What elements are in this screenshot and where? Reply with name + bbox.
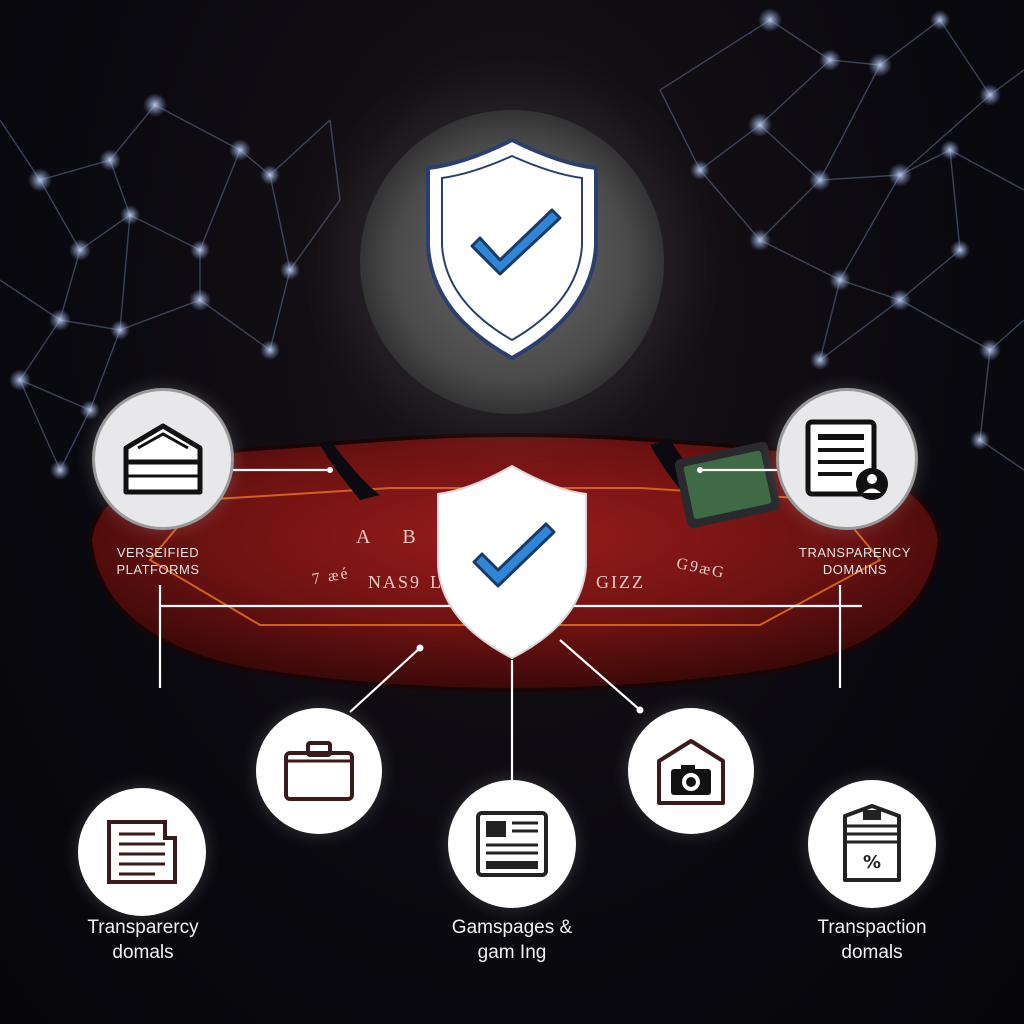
- label-line: TRANSPARENCY: [799, 545, 911, 560]
- label-line: DOMAINS: [822, 561, 888, 577]
- label-line: Transpaction: [817, 917, 927, 938]
- document-lines-icon: [107, 820, 177, 884]
- document-user-icon: [805, 419, 888, 500]
- transparency-domains-node[interactable]: [776, 388, 918, 530]
- label-line: gam Ing: [477, 941, 547, 963]
- gamespages-node[interactable]: [448, 780, 576, 908]
- briefcase-node[interactable]: [256, 708, 382, 834]
- label-line: PLATFORMS: [116, 561, 200, 577]
- table-marking: GIZZ: [596, 572, 645, 592]
- label-line: Gamspages &: [451, 917, 573, 938]
- newspaper-icon: [476, 811, 548, 877]
- camera-node[interactable]: [628, 708, 754, 834]
- center-shield-icon: [437, 464, 587, 660]
- transparency-node[interactable]: [78, 788, 206, 916]
- label-line: VERSEIFIED: [116, 545, 200, 560]
- label-line: Transparercy: [87, 917, 199, 938]
- transaction-node[interactable]: %: [808, 780, 936, 908]
- transparency-label: Transparercy domals: [60, 916, 226, 965]
- gamespages-label: Gamspages & gam Ing: [426, 916, 598, 965]
- camera-house-icon: [657, 739, 725, 805]
- label-line: domals: [841, 941, 903, 963]
- shield-check-icon: [426, 137, 598, 361]
- svg-text:%: %: [863, 852, 881, 873]
- briefcase-icon: [284, 741, 354, 801]
- label-line: domals: [112, 941, 174, 963]
- platforms-node[interactable]: [92, 388, 234, 530]
- transaction-label: Transpaction domals: [792, 916, 952, 965]
- table-marking: NAS9: [368, 572, 422, 592]
- transparency-domains-label: TRANSPARENCY DOMAINS: [770, 545, 940, 579]
- platforms-label: VERSEIFIED PLATFORMS: [78, 545, 238, 579]
- percent-box-icon: %: [843, 804, 901, 882]
- house-icon: [123, 423, 203, 495]
